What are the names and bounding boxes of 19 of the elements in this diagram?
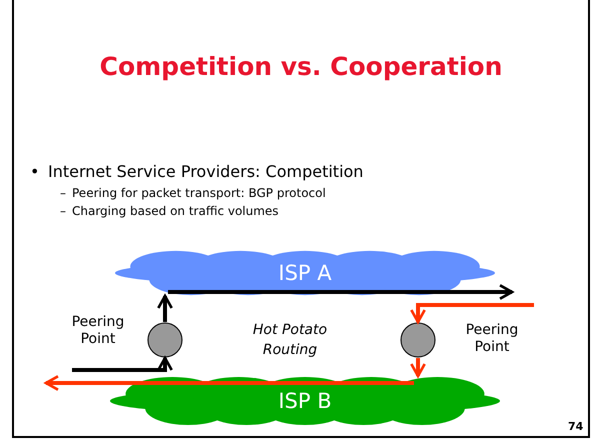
- peering-circle: [147, 322, 183, 358]
- sub-bullet-text: Charging based on traffic volumes: [72, 204, 279, 218]
- bullet-marker: –: [60, 204, 66, 218]
- peering-label: Peering Point: [464, 322, 520, 356]
- arrow: [157, 294, 173, 322]
- arrow: [410, 358, 426, 378]
- sub-bullet-text: Peering for packet transport: BGP protocol: [72, 186, 326, 200]
- bullet-text: Internet Service Providers: Competition: [48, 162, 364, 181]
- arrow: [168, 284, 514, 300]
- arrow: [44, 375, 414, 391]
- arrow: [410, 303, 534, 324]
- annotation-text: Hot Potato Routing: [252, 321, 328, 360]
- bullet-marker: –: [60, 186, 66, 200]
- slide-title: Competition vs. Cooperation: [98, 52, 504, 81]
- peering-circle: [400, 322, 436, 358]
- peering-label: Peering Point: [70, 314, 126, 348]
- bullet-marker: •: [30, 162, 40, 181]
- slide-number: 74: [568, 420, 584, 433]
- arrow: [72, 356, 173, 372]
